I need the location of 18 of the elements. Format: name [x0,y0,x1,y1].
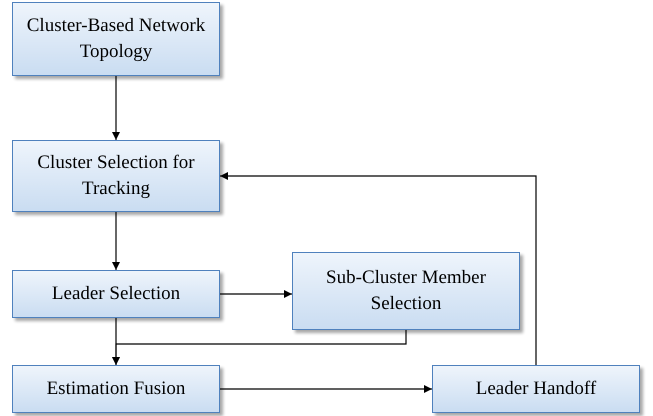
arrow [220,290,292,298]
process-box [12,365,220,413]
arrow [112,76,120,140]
arrow [220,385,432,393]
arrow [112,330,407,365]
process-box [12,270,220,318]
process-box [432,365,640,413]
arrow [112,212,120,270]
process-box [292,252,520,330]
box-label: Sub-Cluster Member Selection [325,266,487,316]
box-label: Estimation Fusion [46,377,186,402]
box-label: Cluster-Based Network Topology [26,14,206,64]
box-label: Cluster Selection for Tracking [36,151,196,201]
process-box [12,2,220,76]
box-label: Leader Selection [50,282,182,306]
arrow [220,172,537,365]
process-box [12,140,220,212]
box-label: Leader Handoff [474,377,598,402]
